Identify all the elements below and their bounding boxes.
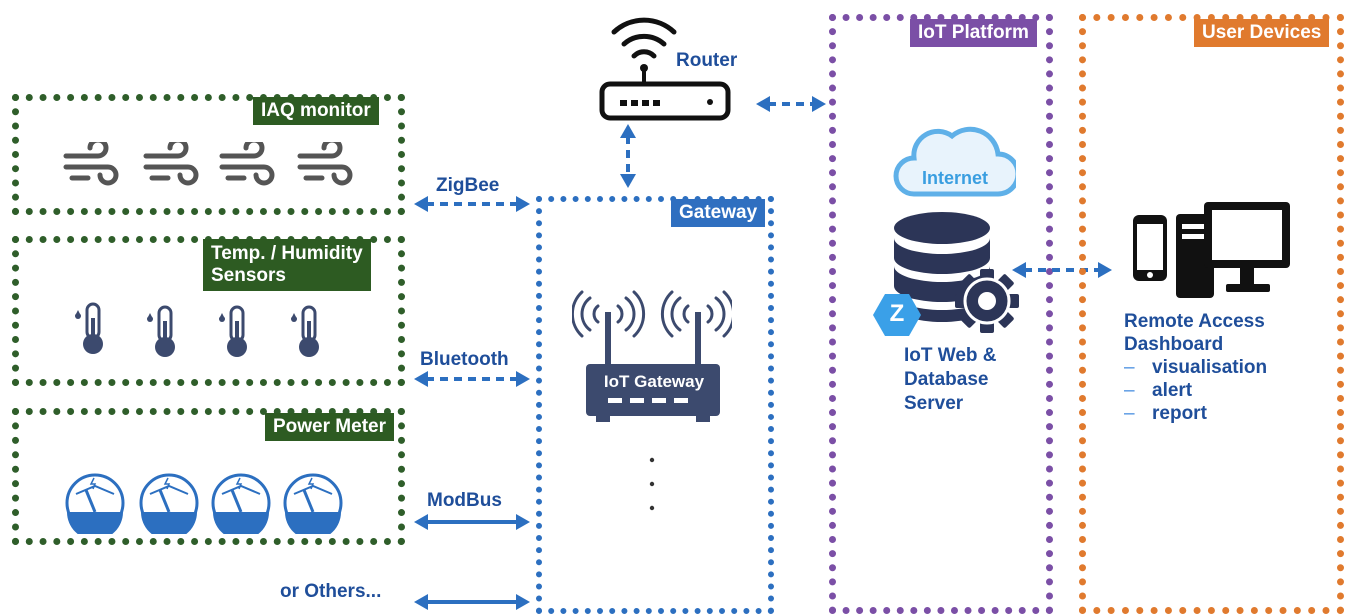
others-arrow <box>414 594 530 610</box>
thermometer-icon <box>290 303 324 359</box>
power-meter-tag: Power Meter <box>265 413 394 441</box>
server-label-line2: Database <box>904 369 989 390</box>
temp-humidity-tag-line2: Sensors <box>211 265 286 286</box>
user-devices-box <box>1079 14 1344 614</box>
bluetooth-arrow <box>414 371 530 387</box>
dashboard-item: –alert <box>1124 380 1193 401</box>
dashboard-title-line2: Dashboard <box>1124 334 1224 355</box>
router-label: Router <box>676 50 738 71</box>
server-label-line1: IoT Web & <box>904 345 997 366</box>
cloud-icon <box>892 124 1016 200</box>
desktop-computer-icon <box>1174 200 1292 300</box>
smartphone-icon <box>1132 214 1168 282</box>
iaq-monitor-tag: IAQ monitor <box>253 97 379 125</box>
wind-icon <box>296 142 354 190</box>
gear-icon <box>952 266 1022 336</box>
wind-icon <box>62 142 120 190</box>
iot-platform-box <box>829 14 1053 614</box>
internet-label: Internet <box>921 168 988 188</box>
others-label: or Others... <box>280 581 382 602</box>
dashboard-title: Remote Access Dashboard <box>1124 310 1265 356</box>
modbus-label: ModBus <box>427 490 502 511</box>
zigbee-arrow <box>414 196 530 212</box>
iot-gateway-icon <box>572 286 732 426</box>
iot-platform-tag: IoT Platform <box>910 19 1037 47</box>
thermometer-icon <box>146 303 180 359</box>
power-gauge-icon <box>282 472 344 534</box>
router-icon <box>598 14 732 124</box>
power-meter-box <box>12 408 405 545</box>
user-devices-tag: User Devices <box>1194 19 1330 47</box>
temp-humidity-tag-line1: Temp. / Humidity <box>211 243 363 264</box>
iot-gateway-device-label: IoT Gateway <box>603 372 705 391</box>
gateway-tag: Gateway <box>671 199 766 227</box>
z-badge-letter: Z <box>889 300 905 327</box>
dashboard-title-line1: Remote Access <box>1124 311 1265 332</box>
z-badge-icon <box>873 292 921 338</box>
wind-icon <box>142 142 200 190</box>
bluetooth-label: Bluetooth <box>420 349 509 370</box>
dashboard-item: –visualisation <box>1124 357 1268 378</box>
platform-user-arrow <box>1012 262 1112 278</box>
router-platform-arrow <box>756 96 826 112</box>
power-gauge-icon <box>138 472 200 534</box>
power-gauge-icon <box>64 472 126 534</box>
thermometer-icon <box>218 303 252 359</box>
iaq-monitor-box <box>12 94 405 215</box>
gateway-box <box>536 196 774 614</box>
ellipsis-dots <box>648 452 656 516</box>
wind-icon <box>218 142 276 190</box>
server-label-line3: Server <box>904 393 964 414</box>
temp-humidity-tag: Temp. / Humidity Sensors <box>203 239 371 291</box>
power-gauge-icon <box>210 472 272 534</box>
router-gateway-arrow <box>620 124 636 188</box>
thermometer-icon <box>74 300 108 356</box>
dashboard-list: –visualisation –alert –report <box>1124 356 1267 425</box>
server-label: IoT Web & Database Server <box>904 344 997 416</box>
modbus-arrow <box>414 514 530 530</box>
zigbee-label: ZigBee <box>436 175 500 196</box>
dashboard-item: –report <box>1124 403 1207 424</box>
